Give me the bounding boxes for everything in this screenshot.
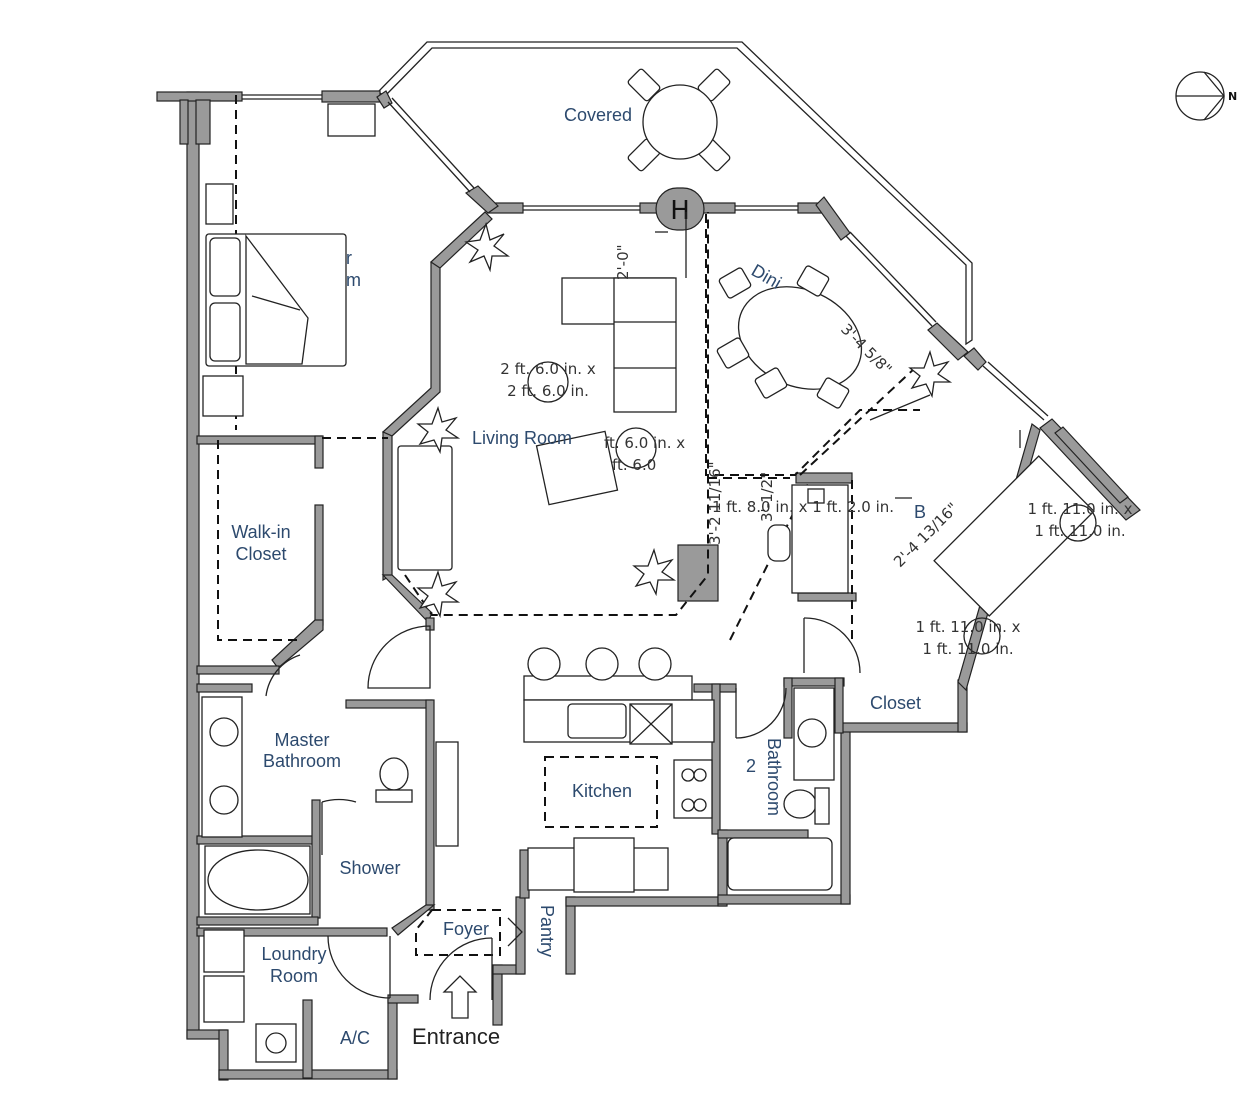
living-room-furniture: H (397, 187, 705, 571)
plant-icons (416, 221, 953, 619)
doors (265, 617, 861, 1001)
living-dim-a-1: 2 ft. 6.0 in. x (500, 360, 596, 378)
laundry-label-2: Room (270, 966, 318, 986)
interior-walls (196, 435, 857, 1079)
living-dim-b-2: ft. 6.0 (612, 456, 656, 474)
master-bedroom-label-1: r (346, 248, 352, 268)
living-room-label: Living Room (472, 428, 572, 448)
bedroom2-label: B (914, 502, 926, 522)
closet-label: Closet (870, 693, 921, 713)
pantry-label: Pantry (537, 905, 557, 957)
master-bathroom-label-1: Master (274, 730, 329, 750)
master-bedroom-label-2: m (346, 270, 361, 290)
desk-dim: 1 ft. 8.0 in. x 1 ft. 2.0 in. (712, 498, 894, 516)
vert-dim-b: 3'-2 11/16" (706, 461, 724, 545)
master-bedroom-furniture (202, 103, 376, 417)
vert-dim-c: 3'-1/2" (758, 472, 776, 522)
bath2-fixtures (727, 687, 835, 891)
bathroom2-label-1: Bathroom (764, 738, 784, 816)
laundry-fixtures (203, 929, 297, 1063)
walk-in-closet-label-1: Walk-in (231, 522, 290, 542)
living-dim-b-1: ft. 6.0 in. x (604, 434, 685, 452)
covered-label: Covered (564, 105, 632, 125)
patio-table (627, 68, 731, 172)
compass-icon: N (1175, 71, 1237, 121)
svg-text:H: H (670, 196, 690, 226)
dining-furniture (716, 265, 863, 409)
master-bath-fixtures (201, 696, 413, 915)
bed2-dim-2: 1 ft. 11.0 in. (1034, 522, 1125, 540)
kitchen-furniture (435, 647, 715, 893)
kitchen-label: Kitchen (572, 781, 632, 801)
covered-patio (376, 41, 973, 346)
foyer-label: Foyer (443, 919, 489, 939)
ac-label: A/C (340, 1028, 370, 1048)
bedroom2-furniture (767, 455, 1097, 655)
entrance-arrow-icon (442, 975, 478, 1019)
master-bathroom-label-2: Bathroom (263, 751, 341, 771)
living-dim-a-2: 2 ft. 6.0 in. (507, 382, 589, 400)
closet-dim-1: 1 ft. 11.0 in. x (916, 618, 1021, 636)
walk-in-closet-label-2: Closet (235, 544, 286, 564)
bed2-dim-1: 1 ft. 11.0 in. x (1028, 500, 1133, 518)
entrance-label: Entrance (412, 1024, 500, 1049)
room-labels: Covered r m Living Room Dini Walk-in Clo… (231, 105, 926, 1049)
windows (242, 94, 1049, 421)
compass-label: N (1228, 90, 1237, 103)
vert-dim-a: 2'-0" (614, 244, 632, 280)
bathroom2-label-2: 2 (746, 756, 756, 776)
laundry-label-1: Loundry (261, 944, 326, 964)
shower-label: Shower (339, 858, 400, 878)
closet-dim-2: 1 ft. 11.0 in. (922, 640, 1013, 658)
